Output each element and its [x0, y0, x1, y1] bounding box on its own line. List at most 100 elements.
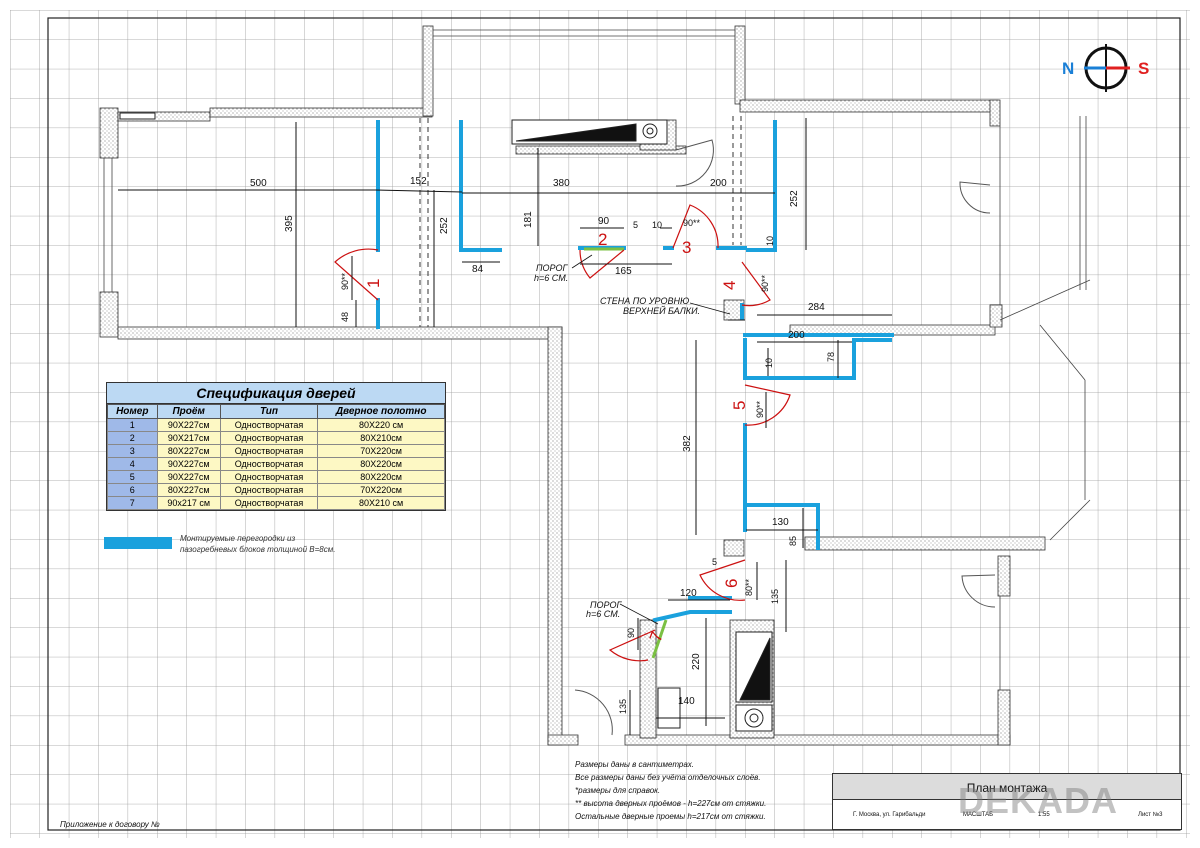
dim-395: 395: [284, 215, 295, 232]
dim-90-door5: 90**: [755, 400, 765, 418]
dim-181: 181: [523, 211, 534, 228]
cell-type: Одностворчатая: [219, 418, 319, 432]
cell-number: 5: [107, 470, 158, 484]
dim-90: 90: [598, 216, 610, 227]
dim-252-left: 252: [439, 217, 450, 234]
cell-type: Одностворчатая: [219, 444, 319, 458]
door-number-3: 3: [682, 238, 691, 257]
drawing-notes: Размеры даны в сантиметрах. Все размеры …: [575, 758, 766, 823]
cell-opening: 90Х227см: [156, 418, 221, 432]
dim-10-right: 10: [765, 236, 775, 246]
dim-252-right: 252: [789, 190, 800, 207]
cell-type: Одностворчатая: [219, 496, 319, 510]
cell-opening: 90Х227см: [156, 470, 221, 484]
door-spec-header-row: Номер Проём Тип Дверное полотно: [107, 404, 445, 419]
cell-number: 1: [107, 418, 158, 432]
dim-120: 120: [680, 588, 697, 599]
dim-140: 140: [678, 696, 695, 707]
cell-door-leaf: 80Х210 см: [317, 496, 445, 510]
cell-opening: 90Х217см: [156, 431, 221, 445]
door-spec-title: Спецификация дверей: [107, 383, 445, 404]
cell-door-leaf: 80Х220 см: [317, 418, 445, 432]
cell-type: Одностворчатая: [219, 470, 319, 484]
compass-icon: [1084, 44, 1130, 92]
threshold-height-2: h=6 CM.: [586, 609, 620, 619]
dim-78: 78: [826, 352, 836, 362]
cell-door-leaf: 80Х220см: [317, 470, 445, 484]
dim-90-door3: 90**: [683, 218, 701, 228]
legend-line-1: Монтируемые перегородки из: [180, 534, 296, 543]
cell-type: Одностворчатая: [219, 431, 319, 445]
header-type: Тип: [219, 404, 319, 419]
scale-label: МАСШТАБ: [963, 812, 994, 818]
cell-opening: 80Х227см: [156, 444, 221, 458]
cell-opening: 90Х227см: [156, 457, 221, 471]
beam-lines: [419, 116, 742, 327]
header-number: Номер: [107, 404, 158, 419]
sheet-number: Лист №3: [1138, 812, 1163, 818]
door-number-5: 5: [730, 401, 749, 410]
dim-48: 48: [340, 312, 350, 322]
wall-note-line-2: ВЕРХНЕЙ БАЛКИ.: [623, 305, 700, 316]
dim-10: 10: [652, 220, 662, 230]
watermark-logo: DEKADA: [958, 780, 1119, 821]
cell-door-leaf: 80Х210см: [317, 431, 445, 445]
dim-90-door7: 90: [626, 628, 636, 638]
threshold-label-1: ПОРОГ: [536, 263, 569, 273]
dim-152: 152: [410, 176, 427, 187]
legend-line-2: пазогребневых блоков толщиной В=8см.: [180, 545, 336, 554]
dim-80-door6: 80**: [744, 578, 754, 596]
dim-10-mid: 10: [764, 358, 774, 368]
title-block-header: [833, 774, 1181, 800]
scale-value: 1:55: [1038, 812, 1050, 818]
cell-door-leaf: 80Х220см: [317, 457, 445, 471]
drawing-title: План монтажа: [966, 781, 1048, 795]
dim-135-right: 135: [770, 589, 780, 604]
cell-door-leaf: 70Х220см: [317, 444, 445, 458]
note-line: ** высота дверных проёмов - h=227см от с…: [575, 799, 767, 808]
dim-130: 130: [772, 517, 789, 528]
title-block: План монтажа Г. Москва, ул. Гарибальди М…: [832, 773, 1182, 830]
door-number-6: 6: [722, 579, 741, 588]
cell-opening: 80Х227см: [156, 483, 221, 497]
appendix-label: Приложение к договору №: [60, 820, 160, 829]
dim-5-lower: 5: [712, 557, 717, 567]
door-number-1: 1: [364, 279, 383, 288]
dim-284: 284: [808, 302, 825, 313]
annotation-leaders: [571, 254, 731, 625]
note-line: Все размеры даны без учёта отделочных сл…: [575, 773, 761, 782]
dim-382: 382: [682, 435, 693, 452]
appliances: [119, 112, 773, 732]
cell-number: 6: [107, 483, 158, 497]
door-swings-grey: [574, 139, 996, 736]
cell-number: 2: [107, 431, 158, 445]
cell-type: Одностворчатая: [219, 457, 319, 471]
dim-165: 165: [615, 266, 632, 277]
dim-380: 380: [553, 178, 570, 189]
sheet-border: [47, 17, 1181, 831]
header-door-leaf: Дверное полотно: [317, 404, 445, 419]
dim-200-lower: 200: [788, 330, 805, 341]
cell-door-leaf: 70Х220см: [317, 483, 445, 497]
cell-opening: 90х217 см: [156, 496, 221, 510]
cell-number: 7: [107, 496, 158, 510]
door-number-2: 2: [598, 230, 607, 249]
compass-north-label: N: [1062, 59, 1075, 78]
threshold-7-line: [651, 619, 668, 659]
dimension-lines: [118, 118, 892, 735]
threshold-label-2: ПОРОГ: [590, 600, 623, 610]
cell-number: 3: [107, 444, 158, 458]
note-line: Размеры даны в сантиметрах.: [575, 760, 695, 769]
cell-number: 4: [107, 457, 158, 471]
header-opening: Проём: [156, 404, 221, 419]
note-line: *размеры для справок.: [575, 786, 661, 795]
partition-legend-swatch: [104, 537, 172, 549]
